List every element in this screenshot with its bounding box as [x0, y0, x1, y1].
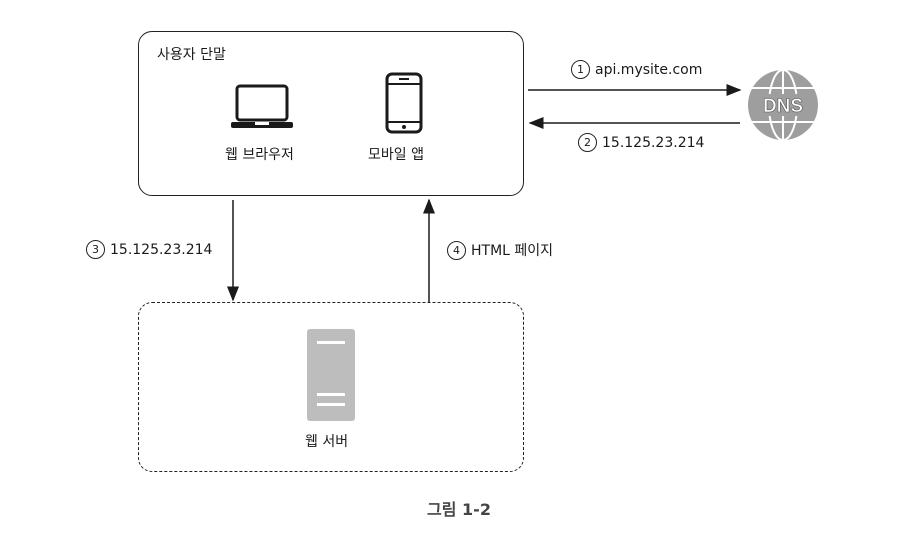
edge-text-2: 15.125.23.214: [602, 134, 705, 151]
edge-text-4: HTML 페이지: [471, 243, 554, 259]
dns-globe-icon: DNS: [748, 69, 818, 141]
web-server-label: 웹 서버: [305, 434, 349, 450]
web-server-box: 웹 서버: [138, 302, 524, 472]
step-number-3: 3: [86, 240, 105, 259]
step-number-2: 2: [578, 133, 597, 152]
figure-caption: 그림 1-2: [427, 500, 491, 519]
server-icon: [307, 329, 355, 421]
step-number-4: 4: [447, 240, 466, 260]
edge-label-2: 2 15.125.23.214: [578, 133, 704, 152]
mobile-app-label: 모바일 앱: [368, 147, 424, 163]
edge-text-1: api.mysite.com: [595, 61, 703, 78]
edge-label-3: 3 15.125.23.214: [86, 240, 212, 259]
step-number-1: 1: [571, 60, 590, 79]
web-browser-label: 웹 브라우저: [225, 147, 294, 163]
mobile-phone-icon: [385, 72, 423, 134]
dns-label: DNS: [763, 96, 803, 117]
client-device-box: 사용자 단말 웹 브라우저 모바일 앱: [138, 31, 524, 196]
laptop-icon: [231, 84, 293, 128]
edge-label-4: 4 HTML 페이지: [447, 240, 553, 260]
edge-label-1: 1 api.mysite.com: [571, 60, 702, 79]
edge-text-3: 15.125.23.214: [110, 241, 213, 258]
client-title: 사용자 단말: [157, 47, 226, 63]
